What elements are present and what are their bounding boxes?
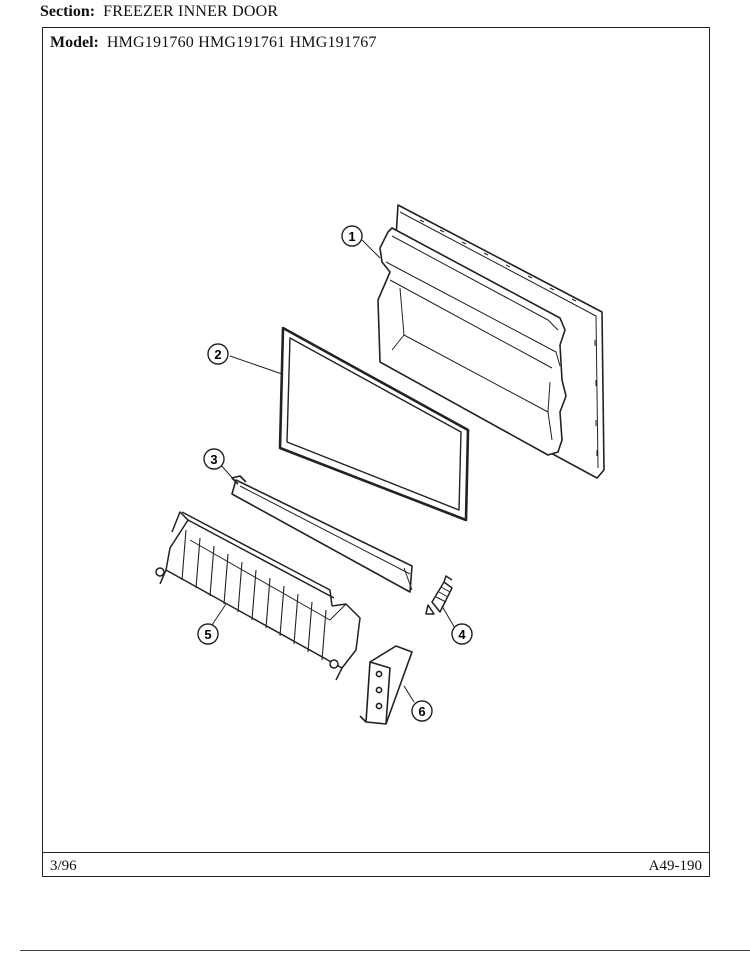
part-door-gasket — [278, 326, 470, 522]
section-header: Section: FREEZER INNER DOOR — [40, 3, 278, 21]
callout-6: 6 — [411, 700, 433, 722]
callout-5-label: 5 — [204, 627, 211, 642]
callout-1-label: 1 — [348, 229, 355, 244]
callout-6-label: 6 — [418, 704, 425, 719]
callout-3: 3 — [203, 448, 225, 470]
section-value: FREEZER INNER DOOR — [103, 3, 279, 20]
part-wire-basket — [155, 511, 361, 681]
callout-2: 2 — [207, 343, 229, 365]
footer-page-code: A49-190 — [648, 858, 702, 874]
callout-1: 1 — [341, 225, 363, 247]
part-hinge-bracket — [359, 645, 413, 725]
footer-date: 3/96 — [50, 858, 77, 874]
callout-5: 5 — [197, 623, 219, 645]
callout-4: 4 — [451, 623, 473, 645]
footer-divider — [43, 852, 709, 853]
callout-3-label: 3 — [210, 452, 217, 467]
model-label: Model: — [50, 34, 99, 51]
part-inner-door-liner — [377, 204, 605, 479]
callout-leaders — [209, 239, 457, 703]
part-shelf-bar — [231, 475, 413, 593]
part-spring-pivot — [425, 575, 453, 615]
model-header: Model: HMG191760 HMG191761 HMG191767 — [50, 34, 377, 52]
callout-4-label: 4 — [458, 627, 466, 642]
model-value: HMG191760 HMG191761 HMG191767 — [106, 34, 377, 51]
section-label: Section: — [40, 3, 96, 20]
diagram-frame — [42, 27, 710, 877]
page-bottom-rule — [20, 950, 750, 951]
callout-2-label: 2 — [214, 347, 221, 362]
